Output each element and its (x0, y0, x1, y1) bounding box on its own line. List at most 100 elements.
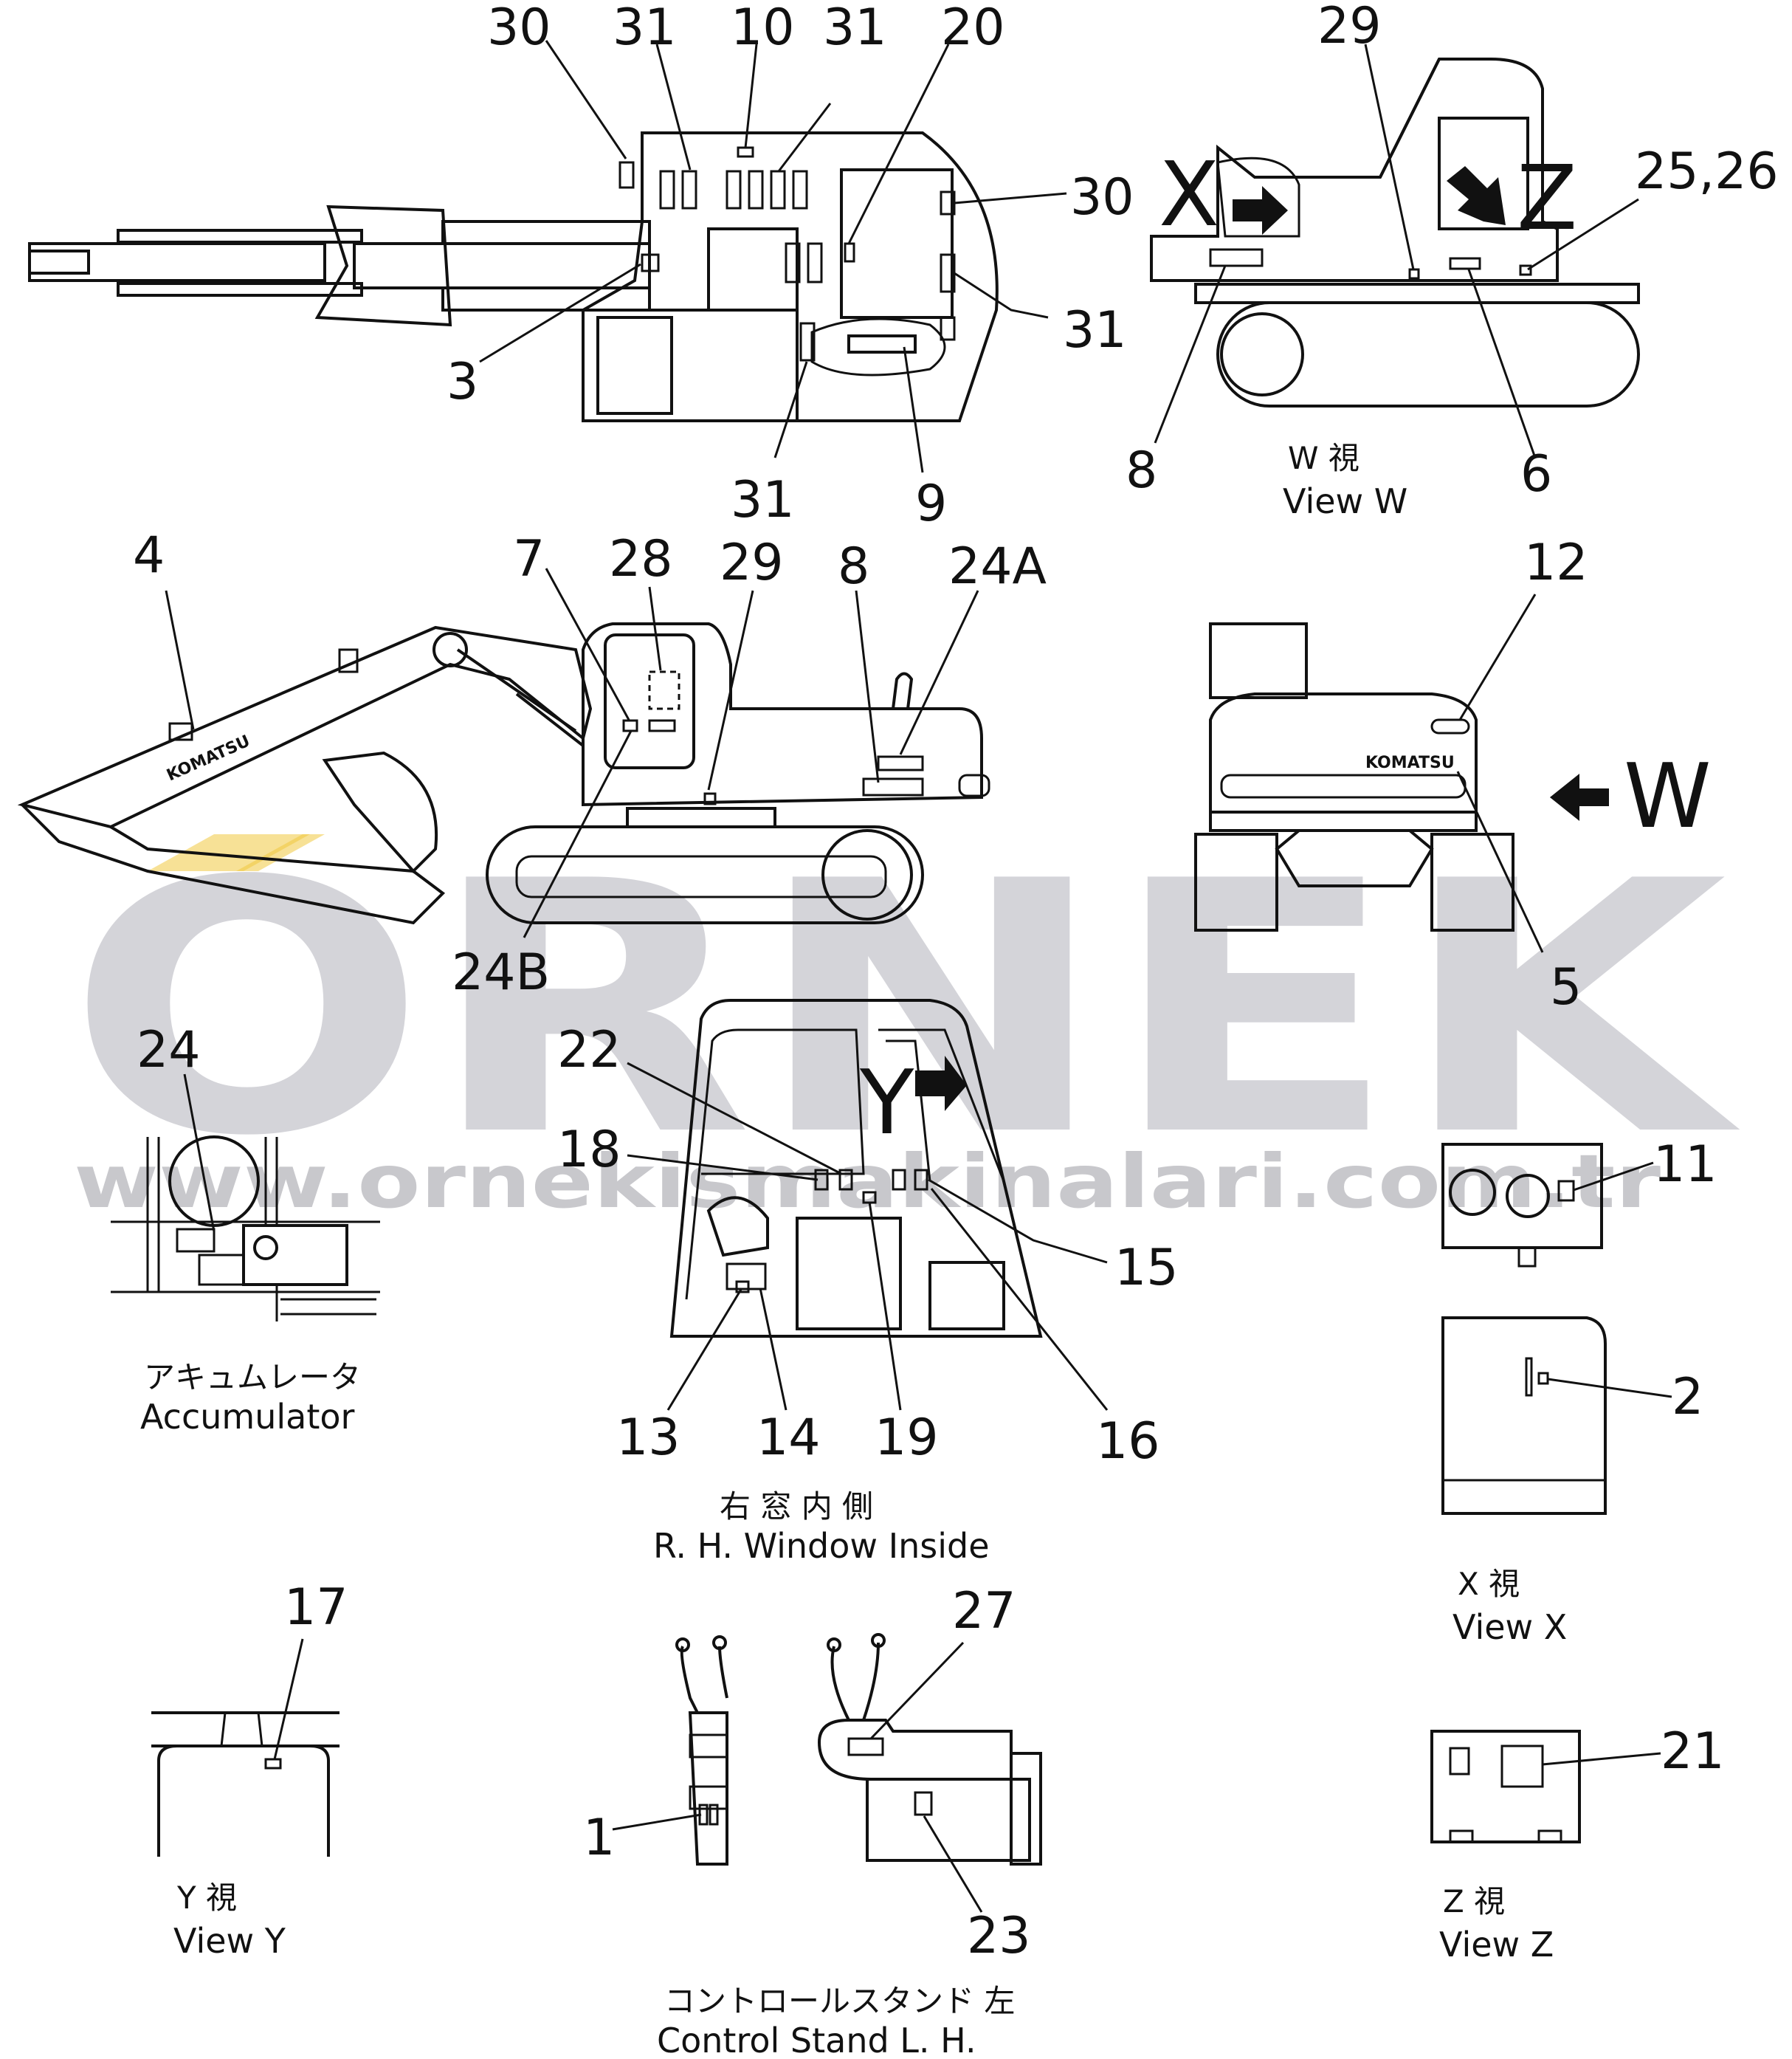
decal (641, 253, 660, 272)
view-arrow-label-w: W (1624, 746, 1712, 848)
callout: 13 (616, 1409, 680, 1467)
deck-panel (707, 227, 799, 312)
view-arrow-label-y: Y (859, 1052, 914, 1155)
callout: 30 (487, 0, 551, 57)
upper-structure (582, 131, 999, 422)
track-right (1430, 833, 1514, 932)
upper-body (1150, 58, 1559, 282)
view-x: 11 2 X 視 View X (1441, 1135, 1717, 1647)
callout: 14 (757, 1409, 821, 1467)
cab-roof (840, 168, 954, 319)
tail-lamp (958, 774, 990, 797)
callout: 31 (731, 471, 795, 529)
window-inside-view: Y 22 18 15 13 14 19 16 右 窓 内 側 R. H. Win… (557, 999, 1179, 1566)
decal (659, 170, 675, 210)
track (1216, 301, 1640, 408)
door-handle (1525, 1357, 1533, 1397)
view-title: View Y (173, 1921, 286, 1961)
decal (792, 170, 808, 210)
callout: 3 (447, 353, 478, 411)
callout: 1 (583, 1809, 615, 1867)
band (689, 1733, 728, 1759)
bucket (322, 751, 438, 873)
side-door (1216, 157, 1300, 238)
callout: 2 (1672, 1368, 1703, 1426)
view-title: View Z (1439, 1925, 1554, 1965)
decal (648, 719, 676, 732)
arrow-y (915, 1056, 967, 1111)
callout: 31 (823, 0, 887, 57)
callout: 24A (948, 537, 1047, 596)
lever (680, 1646, 728, 1713)
idler (821, 829, 913, 921)
view-y: 17 Y 視 View Y (151, 1578, 348, 1961)
arrow-w (1550, 774, 1609, 821)
engine-hood (810, 317, 946, 377)
callout: 28 (609, 530, 673, 588)
callout: 10 (731, 0, 795, 57)
decal (1449, 1747, 1470, 1776)
callout: 15 (1114, 1239, 1179, 1297)
boom-bracket (168, 722, 193, 741)
decal (735, 1280, 750, 1293)
deck-panel (596, 316, 673, 415)
panel (1430, 1730, 1581, 1843)
view-title: R. H. Window Inside (653, 1526, 990, 1566)
callout: 24 (137, 1021, 201, 1079)
view-arrow-label-z: Z (1517, 148, 1577, 250)
seat (796, 1217, 902, 1330)
callout: 21 (1661, 1722, 1725, 1781)
decal (877, 755, 924, 771)
arm-cylinder (117, 282, 363, 297)
cab (1438, 117, 1529, 230)
connector (1517, 1246, 1537, 1268)
decal (785, 242, 801, 283)
watermark: ORNEK www.ornekismakinalari.com.tr (66, 808, 1743, 1225)
rear-view: KOMATSU W 12 5 (1194, 534, 1712, 1017)
view-title: Control Stand L. H. (657, 2021, 976, 2055)
view-w: X Z 29 25,26 8 6 W 視 View W (1126, 0, 1779, 521)
lever (706, 1196, 769, 1257)
car-body-rear (1275, 829, 1434, 887)
stand (688, 1711, 728, 1866)
view-z: 21 Z 視 View Z (1430, 1722, 1725, 1965)
boom-bracket (338, 648, 359, 673)
door-panel (1441, 1316, 1607, 1515)
decal (844, 242, 855, 263)
decal (940, 316, 956, 341)
boom (17, 625, 593, 829)
bracket (220, 1711, 263, 1747)
foot (1537, 1829, 1562, 1843)
decal-hidden (648, 670, 680, 710)
window-right (878, 1028, 1005, 1182)
window-mid (886, 1039, 931, 1182)
view-arrow-label-x: X (1159, 144, 1219, 247)
rear-body (1209, 692, 1478, 814)
decal (914, 1791, 933, 1816)
brand-mark: KOMATSU (1365, 754, 1455, 772)
counterweight-band (1220, 774, 1467, 799)
decal (622, 719, 638, 732)
exhaust (892, 672, 914, 709)
callout: 20 (941, 0, 1005, 57)
car-body (1194, 283, 1640, 304)
view-title-jp: W 視 (1288, 440, 1359, 476)
callout: 19 (875, 1409, 939, 1467)
decal (892, 1169, 906, 1191)
callout: 18 (557, 1121, 621, 1179)
decal (176, 1228, 216, 1253)
frame (157, 1745, 330, 1857)
arrow-x (1233, 186, 1288, 235)
boom-pin (433, 632, 468, 667)
decal (264, 1758, 282, 1770)
decal (799, 322, 816, 362)
idler (1220, 312, 1304, 396)
watermark-accent-shape (148, 834, 310, 871)
console-side (1010, 1752, 1042, 1866)
callout: 4 (133, 526, 165, 585)
track-frame (515, 855, 887, 898)
decal (1557, 1180, 1575, 1202)
decal (1500, 1745, 1544, 1788)
tail-lamp (1430, 718, 1470, 735)
